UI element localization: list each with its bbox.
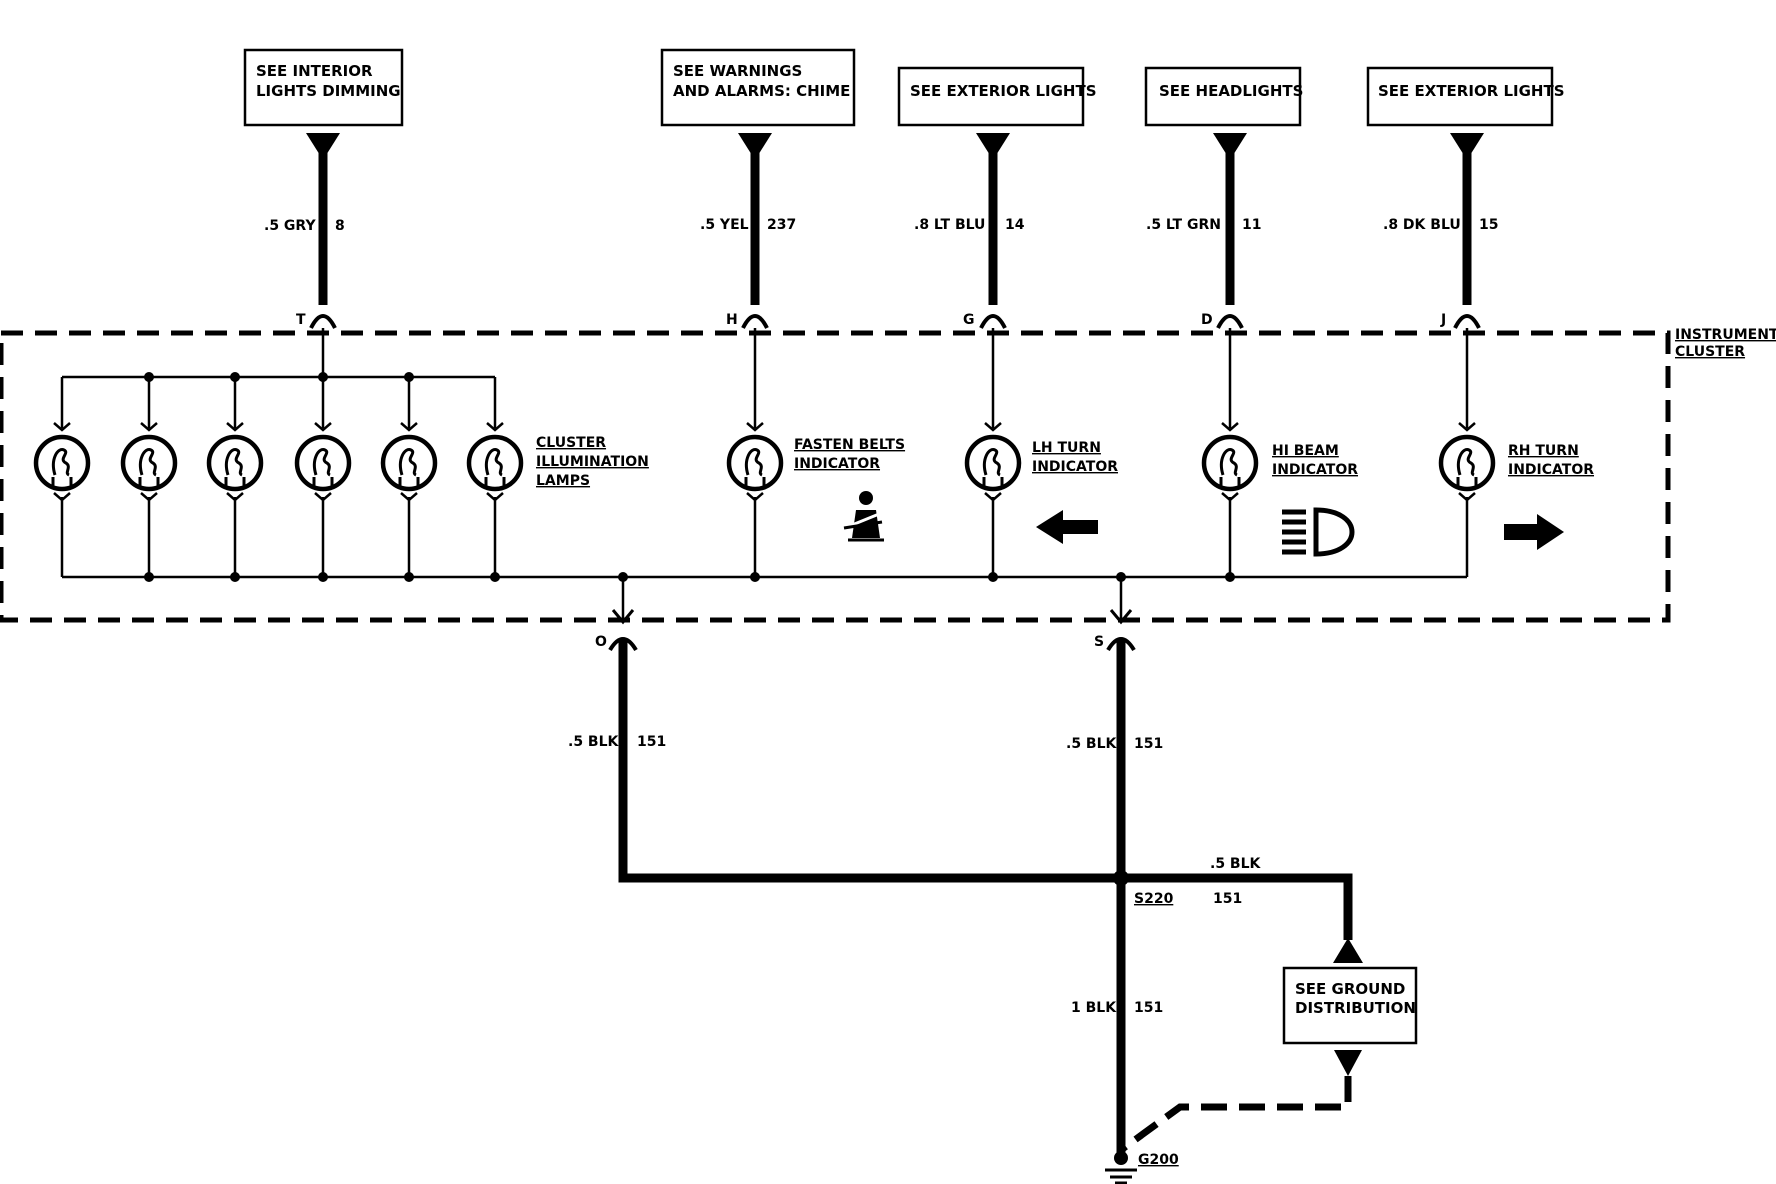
arrow-down-icon: [1334, 1050, 1362, 1076]
top-connectors: [309, 314, 1481, 329]
wire-d-gauge: .5 LT GRN: [1146, 217, 1221, 233]
ref-box-exterior-lights-1: SEE EXTERIOR LIGHTS: [897, 66, 1097, 127]
rh-turn-bulb: [1441, 423, 1493, 500]
pin-d: D: [1201, 312, 1213, 328]
cluster-junction-dots: [144, 372, 1235, 582]
rh-turn-label-1: RH TURN: [1508, 443, 1579, 459]
arrow-up-icon: [1333, 938, 1363, 963]
arrow-down-icon: [306, 133, 340, 160]
lh-turn-bulb: [967, 423, 1019, 500]
illum-label-3: LAMPS: [536, 473, 590, 489]
ref-box-interior-lights: SEE INTERIOR LIGHTS DIMMING: [243, 48, 404, 127]
wire-g-gauge: .8 LT BLU: [914, 217, 985, 233]
ref-headlights: SEE HEADLIGHTS: [1159, 82, 1303, 100]
arrow-down-icon: [1213, 133, 1247, 160]
ref-interior-line2: LIGHTS DIMMING: [256, 82, 401, 100]
ref-box-ground-distribution: SEE GROUND DISTRIBUTION: [1282, 966, 1418, 1045]
ref-box-headlights: SEE HEADLIGHTS: [1144, 66, 1303, 127]
wire-main-gauge: 1 BLK: [1071, 1000, 1117, 1016]
arrow-down-icon: [976, 133, 1010, 160]
cluster-lamp-5: [383, 423, 435, 500]
ref-ext-lights-1: SEE EXTERIOR LIGHTS: [910, 82, 1097, 100]
wire-s-gauge: .5 BLK: [1066, 736, 1118, 752]
wire-s-circuit: 151: [1134, 736, 1163, 752]
splice-label: S220: [1134, 891, 1174, 907]
seatbelt-icon: [843, 491, 885, 542]
ref-ground-line1: SEE GROUND: [1295, 980, 1405, 998]
cluster-lamp-1: [36, 423, 88, 500]
arrow-down-icon: [1450, 133, 1484, 160]
pin-t: T: [296, 312, 306, 328]
hi-beam-label-1: HI BEAM: [1272, 443, 1339, 459]
hi-beam-label-2: INDICATOR: [1272, 462, 1358, 478]
wire-branch-gauge: .5 BLK: [1210, 856, 1262, 872]
wire-o-gauge: .5 BLK: [568, 734, 620, 750]
pin-j: J: [1440, 312, 1446, 328]
ref-warnings-line1: SEE WARNINGS: [673, 62, 802, 80]
dashed-ground-path: [1118, 1076, 1352, 1153]
rh-turn-label-2: INDICATOR: [1508, 462, 1594, 478]
cluster-lamp-3: [209, 423, 261, 500]
wire-d-circuit: 11: [1242, 217, 1261, 233]
cluster-name-line2: CLUSTER: [1675, 344, 1745, 360]
fasten-belts-bulb: [729, 423, 781, 500]
right-arrow-icon: [1504, 514, 1564, 550]
wire-g-circuit: 14: [1005, 217, 1025, 233]
ground-wiring: [618, 638, 1353, 1158]
wire-j-circuit: 15: [1479, 217, 1498, 233]
ref-ground-line2: DISTRIBUTION: [1295, 999, 1416, 1017]
cluster-lamp-6: [469, 423, 521, 500]
ground-symbol-icon: [1105, 1168, 1137, 1184]
cluster-lamp-4: [297, 423, 349, 500]
fasten-belts-label-2: INDICATOR: [794, 456, 880, 472]
ground-point-dot: [1114, 1151, 1128, 1165]
wire-t-gauge: .5 GRY: [264, 218, 316, 234]
wire-j-gauge: .8 DK BLU: [1383, 217, 1461, 233]
hi-beam-bulb: [1204, 423, 1256, 500]
pin-s: S: [1094, 634, 1104, 650]
wire-branch-circuit: 151: [1213, 891, 1242, 907]
ref-ext-lights-2: SEE EXTERIOR LIGHTS: [1378, 82, 1565, 100]
cluster-lamp-2: [123, 423, 175, 500]
wire-o-circuit: 151: [637, 734, 666, 750]
ref-box-exterior-lights-2: SEE EXTERIOR LIGHTS: [1366, 66, 1565, 127]
headlight-icon: [1282, 507, 1355, 557]
pin-o: O: [595, 634, 607, 650]
ref-interior-line1: SEE INTERIOR: [256, 62, 373, 80]
lh-turn-label-2: INDICATOR: [1032, 459, 1118, 475]
ref-warnings-line2: AND ALARMS: CHIME: [673, 82, 850, 100]
bottom-connectors: [608, 609, 1136, 652]
cluster-name-line1: INSTRUMENT: [1675, 327, 1776, 343]
wire-main-circuit: 151: [1134, 1000, 1163, 1016]
arrow-down-icon: [738, 133, 772, 160]
fasten-belts-label-1: FASTEN BELTS: [794, 437, 905, 453]
splice-dot: [1113, 870, 1129, 886]
instrument-cluster-boundary: [0, 330, 1671, 623]
wire-t-circuit: 8: [335, 218, 345, 234]
lh-turn-label-1: LH TURN: [1032, 440, 1101, 456]
illum-label-1: CLUSTER: [536, 435, 606, 451]
pin-g: G: [963, 312, 975, 328]
pin-h: H: [726, 312, 738, 328]
ground-point-label: G200: [1138, 1152, 1179, 1168]
left-arrow-icon: [1036, 510, 1098, 544]
illum-label-2: ILLUMINATION: [536, 454, 649, 470]
wire-h-gauge: .5 YEL: [700, 217, 749, 233]
ref-box-warnings-chime: SEE WARNINGS AND ALARMS: CHIME: [660, 48, 856, 127]
wire-h-circuit: 237: [767, 217, 796, 233]
